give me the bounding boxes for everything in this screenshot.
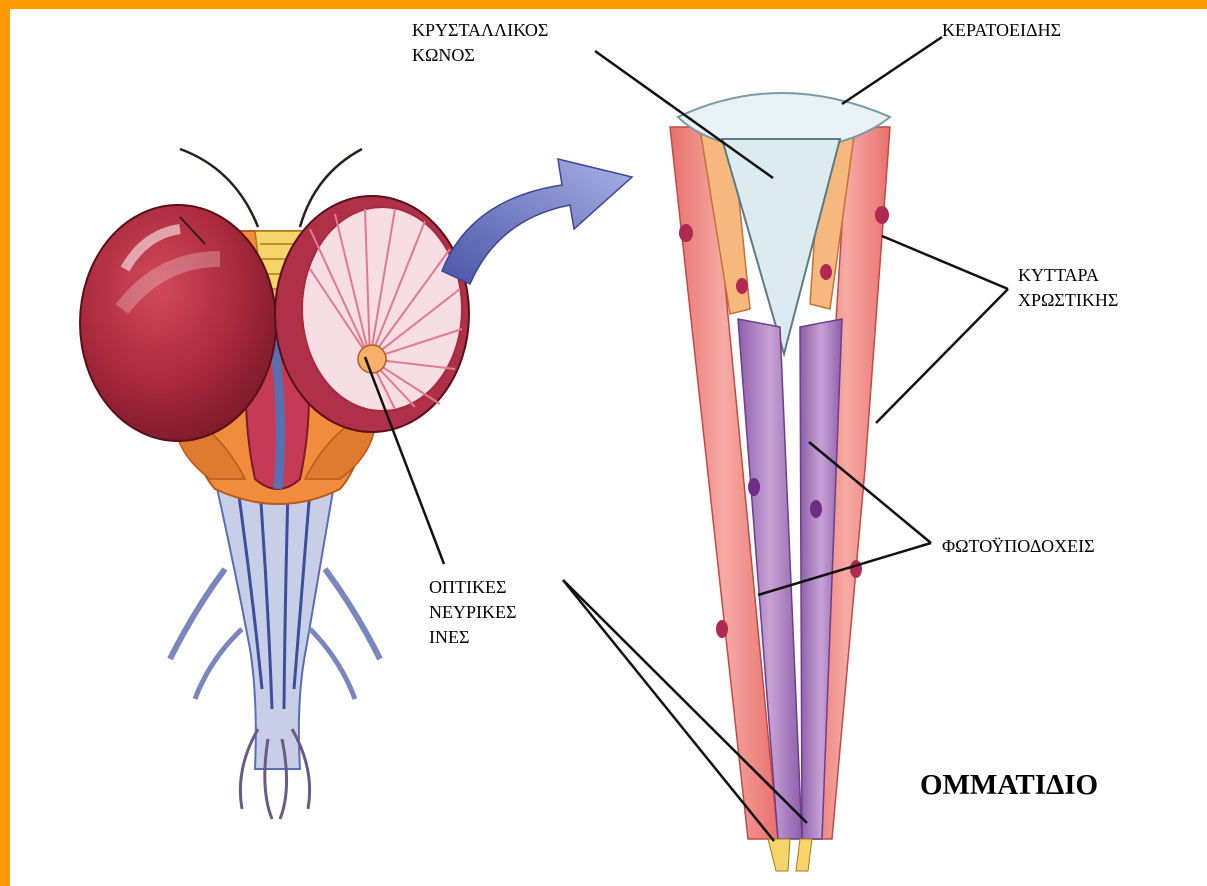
label-pigment-cells: ΚΥΤΤΑΡΑ ΧΡΩΣΤΙΚΗΣ xyxy=(1018,263,1118,313)
compound-eye-left xyxy=(80,205,276,441)
leader-pigment-2 xyxy=(876,289,1008,423)
compound-eye-right xyxy=(275,196,469,432)
optic-nerve-cord xyxy=(170,479,380,819)
zoom-arrow xyxy=(442,159,632,284)
fly-eye-illustration xyxy=(10,9,1207,886)
leader-cornea xyxy=(842,37,942,104)
diagram-frame: ΚΡΥΣΤΑΛΛΙΚΟΣ ΚΩΝΟΣ ΚΕΡΑΤΟΕΙΔΗΣ ΚΥΤΤΑΡΑ Χ… xyxy=(10,9,1207,886)
label-cornea: ΚΕΡΑΤΟΕΙΔΗΣ xyxy=(942,18,1061,43)
ommatidium-title: ΟΜΜΑΤΙΔΙΟ xyxy=(920,769,1098,802)
leader-pigment-1 xyxy=(882,236,1008,289)
label-optic-nerve-fibers: ΟΠΤΙΚΕΣ ΝΕΥΡΙΚΕΣ ΙΝΕΣ xyxy=(429,575,516,650)
label-optic-fibers-line2: ΝΕΥΡΙΚΕΣ xyxy=(429,600,516,625)
label-pigment-cells-line1: ΚΥΤΤΑΡΑ xyxy=(1018,263,1118,288)
label-crystalline-cone-line2: ΚΩΝΟΣ xyxy=(412,43,548,68)
fly-head xyxy=(80,149,469,819)
label-photoreceptors: ΦΩΤΟΫΠΟΔΟΧΕΙΣ xyxy=(942,534,1095,559)
label-optic-fibers-line1: ΟΠΤΙΚΕΣ xyxy=(429,575,516,600)
label-optic-fibers-line3: ΙΝΕΣ xyxy=(429,625,516,650)
label-pigment-cells-line2: ΧΡΩΣΤΙΚΗΣ xyxy=(1018,288,1118,313)
label-crystalline-cone-line1: ΚΡΥΣΤΑΛΛΙΚΟΣ xyxy=(412,18,548,43)
label-crystalline-cone: ΚΡΥΣΤΑΛΛΙΚΟΣ ΚΩΝΟΣ xyxy=(412,18,548,68)
